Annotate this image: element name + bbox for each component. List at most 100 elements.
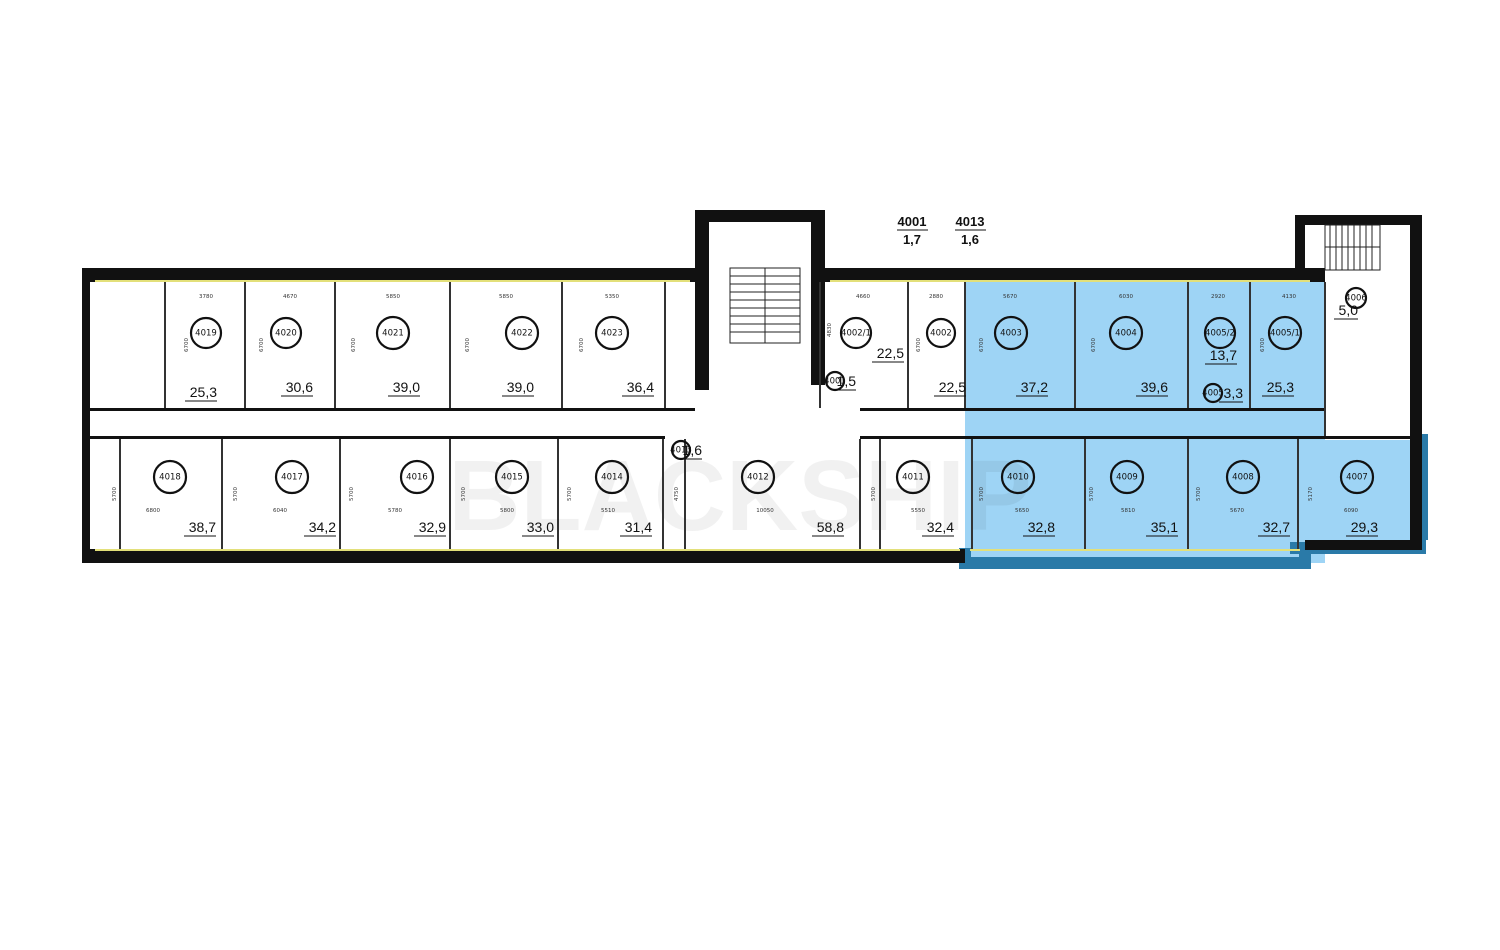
svg-text:1,7: 1,7 xyxy=(903,232,921,247)
room-number: 4019 xyxy=(195,329,217,339)
room-area: 25,3 xyxy=(190,384,217,400)
room-area: 22,5 xyxy=(877,345,904,361)
room-depth-dimension: 4750 xyxy=(674,487,680,501)
floor-tag-4013: 4013 1,6 xyxy=(955,214,986,247)
room-number: 4002/1 xyxy=(841,329,871,339)
corridor-walls xyxy=(90,408,1420,439)
room-number: 4016 xyxy=(406,473,428,483)
room-number: 4004 xyxy=(1115,329,1137,339)
room-depth-dimension: 5170 xyxy=(1308,487,1314,501)
room-width-dimension: 5350 xyxy=(605,294,619,300)
room-number: 4007 xyxy=(1346,473,1368,483)
room-area: 32,8 xyxy=(1028,519,1055,535)
room-4019: 4019 25,3 3780 6700 xyxy=(184,294,223,402)
room-width-dimension: 5850 xyxy=(386,294,400,300)
room-number: 4003 xyxy=(1000,329,1022,339)
room-width-dimension: 2880 xyxy=(929,294,943,300)
room-width-dimension: 6030 xyxy=(1119,294,1133,300)
outer-walls xyxy=(82,210,1422,563)
room-number-circle xyxy=(274,459,310,495)
room-number: 4006 xyxy=(1345,294,1367,304)
room-area: 25,3 xyxy=(1267,379,1294,395)
room-number-circle xyxy=(740,459,776,495)
stairs-right xyxy=(1324,224,1381,271)
room-number-circle xyxy=(1225,459,1261,495)
room-depth-dimension: 6700 xyxy=(1260,338,1266,352)
room-area: 30,6 xyxy=(286,379,313,395)
room-number: 4001 xyxy=(824,377,846,387)
room-number-circle xyxy=(839,316,873,350)
room-number-circle xyxy=(504,315,540,351)
room-area: 34,2 xyxy=(309,519,336,535)
room-depth-dimension: 6700 xyxy=(259,338,265,352)
room-area: 39,0 xyxy=(393,379,420,395)
room-number-circle xyxy=(1203,316,1237,350)
stairs-center xyxy=(729,267,801,344)
room-number-circle xyxy=(1202,382,1224,404)
room-depth-dimension: 6700 xyxy=(465,338,471,352)
room-width-dimension: 6040 xyxy=(273,508,287,514)
room-number-circle xyxy=(925,317,957,349)
room-area: 32,4 xyxy=(927,519,954,535)
room-number-circle xyxy=(993,315,1029,351)
room-depth-dimension: 6700 xyxy=(579,338,585,352)
room-width-dimension: 5800 xyxy=(500,508,514,514)
room-depth-dimension: 6700 xyxy=(1091,338,1097,352)
room-depth-dimension: 6700 xyxy=(351,338,357,352)
watermark: BLACKSHIP xyxy=(448,440,1031,552)
room-width-dimension: 6090 xyxy=(1344,508,1358,514)
room-number: 4020 xyxy=(275,329,297,339)
room-width-dimension: 5550 xyxy=(911,508,925,514)
room-number-circle xyxy=(399,459,435,495)
room-area: 33,0 xyxy=(527,519,554,535)
highlight-region-4007 xyxy=(1322,440,1422,540)
partitions xyxy=(119,282,1326,549)
room-number-circle xyxy=(895,459,931,495)
room-number: 4014 xyxy=(601,473,623,483)
room-area: 35,1 xyxy=(1151,519,1178,535)
room-number: 4009 xyxy=(1116,473,1138,483)
room-width-dimension: 4660 xyxy=(856,294,870,300)
room-4004: 4004 39,6 6030 6700 xyxy=(1091,294,1168,397)
room-depth-dimension: 5700 xyxy=(461,487,467,501)
room-area: 29,3 xyxy=(1351,519,1378,535)
room-depth-dimension: 6700 xyxy=(184,338,190,352)
room-area: 36,4 xyxy=(627,379,654,395)
room-area: 39,6 xyxy=(1141,379,1168,395)
room-depth-dimension: 5700 xyxy=(1089,487,1095,501)
room-number: 4008 xyxy=(1232,473,1254,483)
svg-text:4001: 4001 xyxy=(898,214,927,229)
room-area: 39,0 xyxy=(507,379,534,395)
room-number-circle xyxy=(189,316,223,350)
room-area: 3,3 xyxy=(1224,385,1244,401)
room-number: 4002 xyxy=(930,329,952,339)
room-number: 4010 xyxy=(1007,473,1029,483)
room-width-dimension: 3780 xyxy=(199,294,213,300)
room-width-dimension: 5850 xyxy=(499,294,513,300)
room-depth-dimension: 6700 xyxy=(916,338,922,352)
room-depth-dimension: 5700 xyxy=(979,487,985,501)
room-depth-dimension: 5700 xyxy=(349,487,355,501)
room-number-circle xyxy=(1339,459,1375,495)
svg-text:1,6: 1,6 xyxy=(961,232,979,247)
room-area: 5,0 xyxy=(1339,302,1359,318)
room-width-dimension: 5510 xyxy=(601,508,615,514)
room-area: 1,5 xyxy=(837,373,857,389)
svg-text:4013: 4013 xyxy=(956,214,985,229)
